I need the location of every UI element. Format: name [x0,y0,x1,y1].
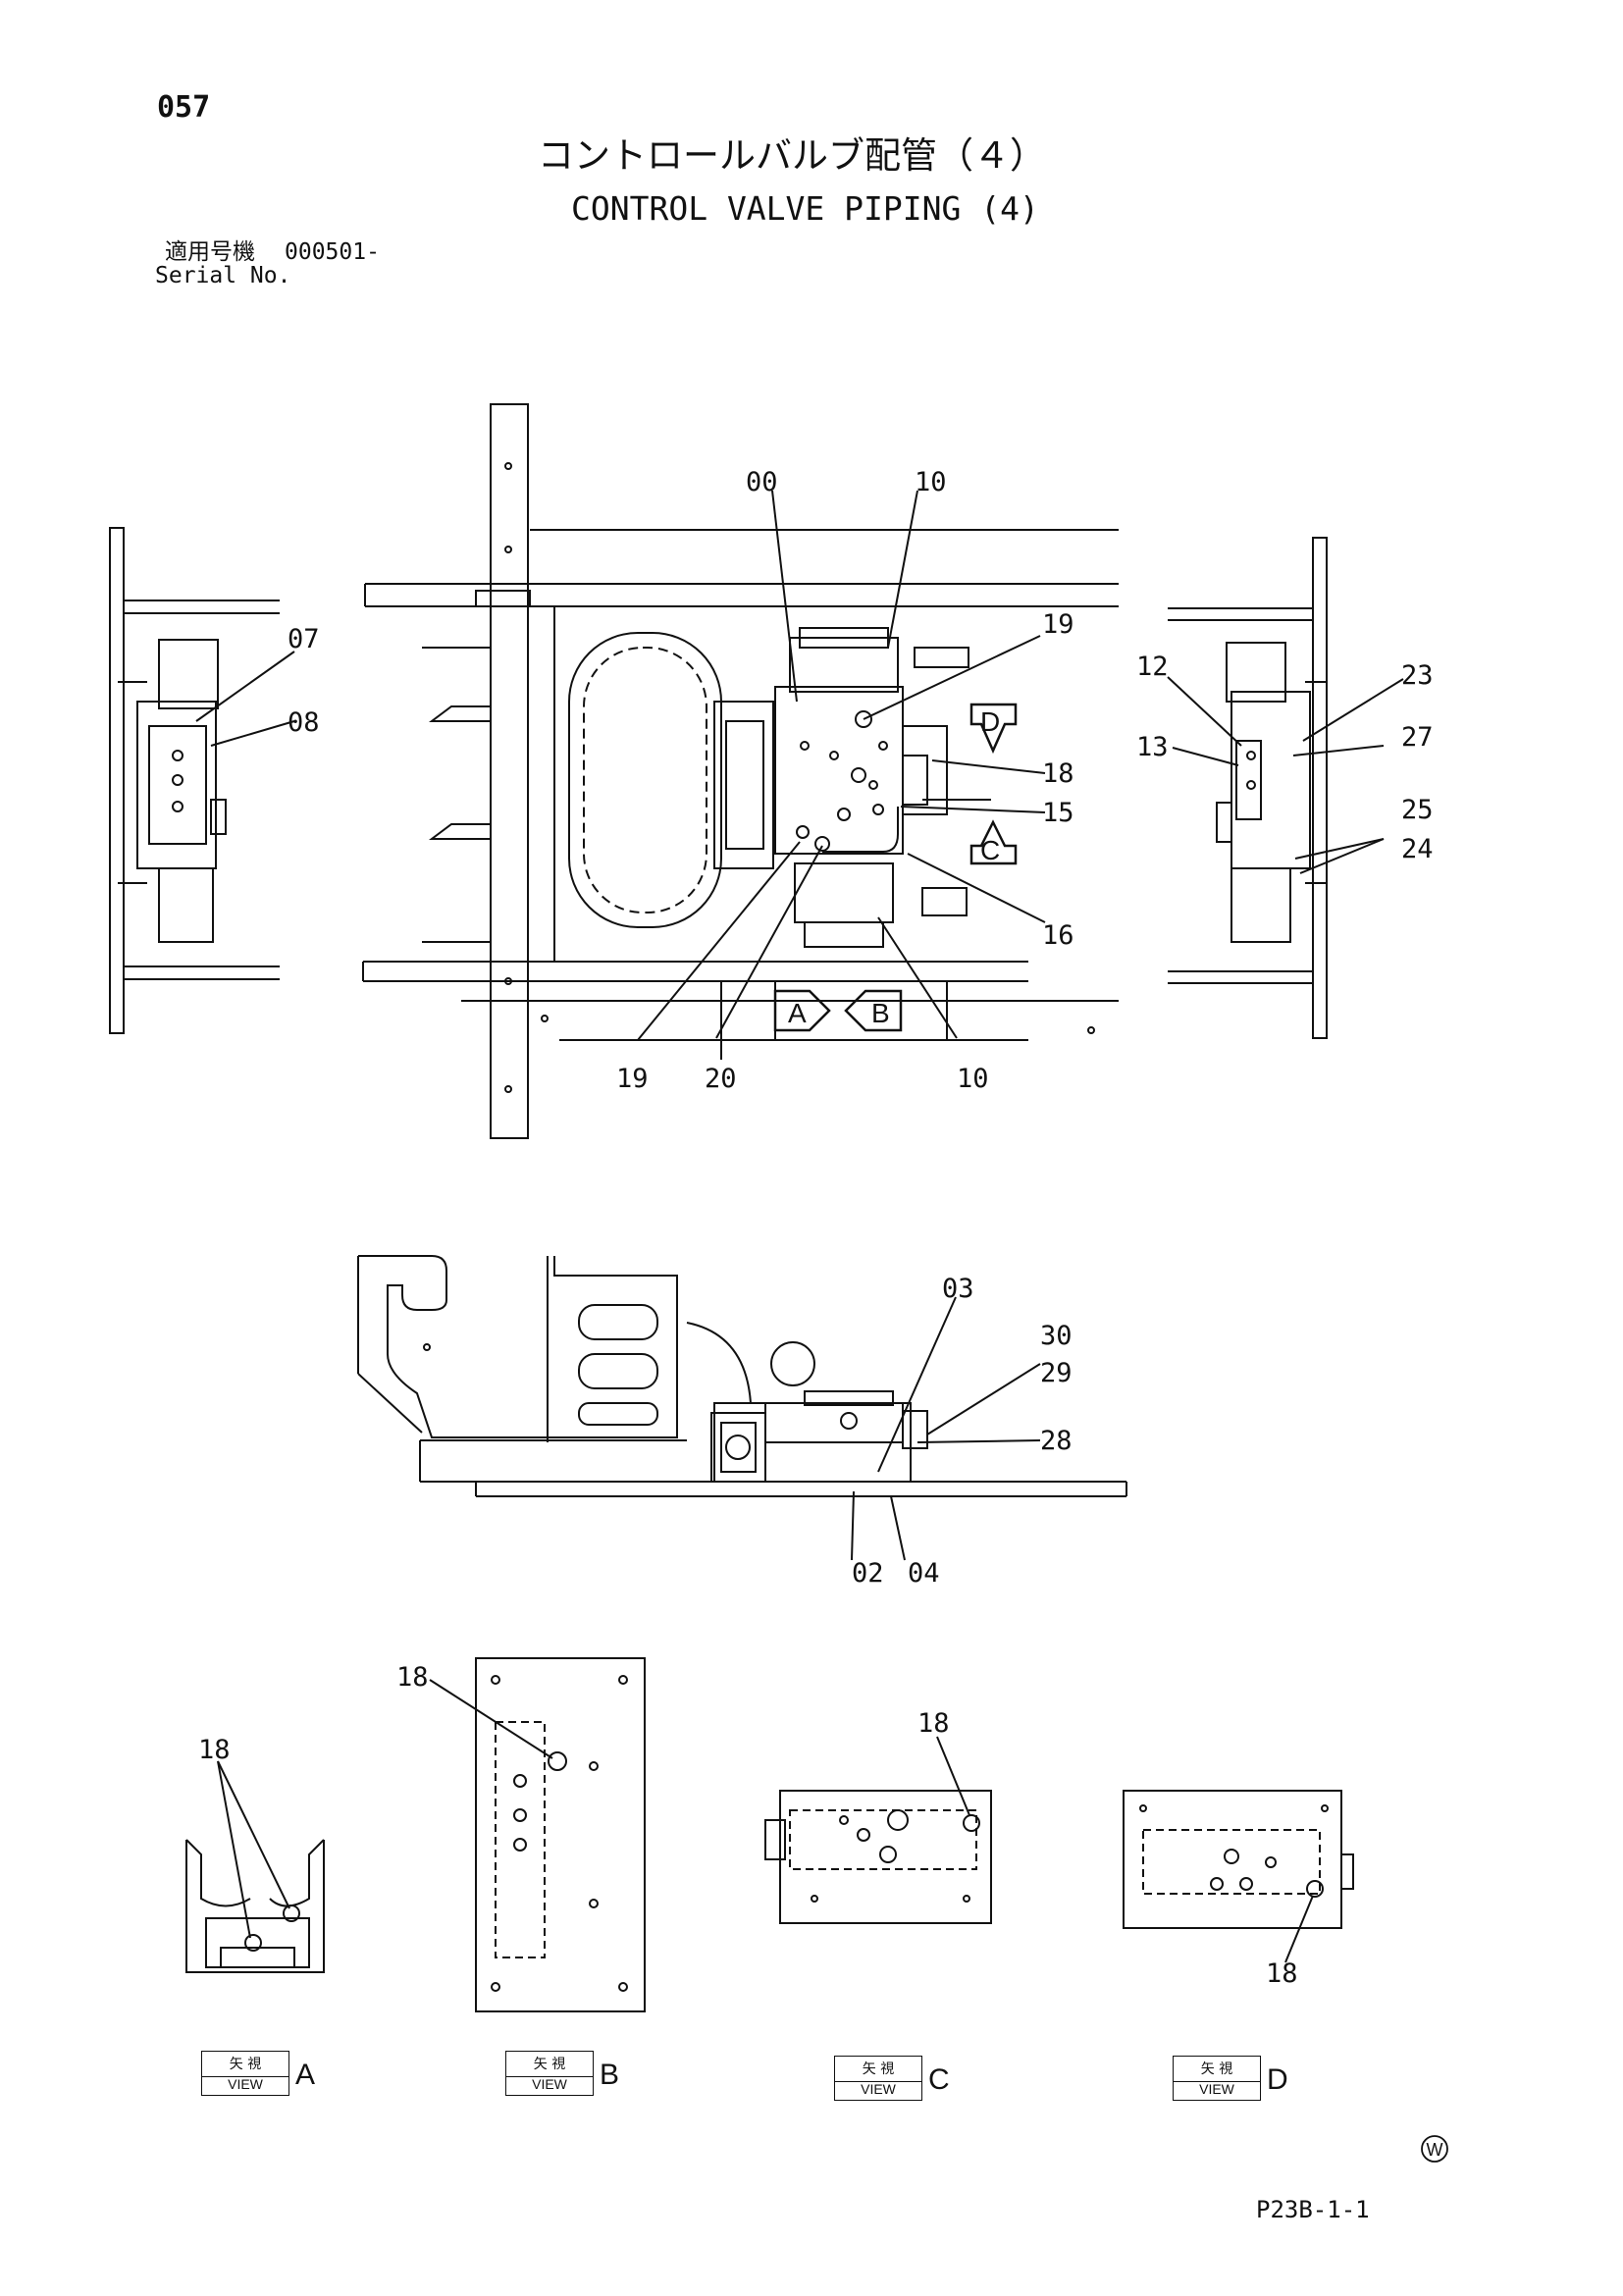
callout-08: 08 [288,707,320,738]
callout-12: 12 [1136,652,1169,682]
page-title-english: CONTROL VALVE PIPING (4) [571,189,1039,228]
callout-18-view-b: 18 [396,1662,429,1693]
callout-18-view-c: 18 [917,1708,950,1739]
callout-29: 29 [1040,1358,1073,1388]
callout-18-view-d: 18 [1266,1958,1298,1989]
callout-20: 20 [705,1064,737,1094]
page-code: P23B-1-1 [1256,2196,1370,2223]
callout-28: 28 [1040,1426,1073,1456]
serial-label-english: Serial No. [155,263,291,288]
view-label-A: 矢 視 VIEW A [201,2051,325,2098]
flow-mark-C: C [980,835,1000,865]
callout-18-top: 18 [1042,758,1074,789]
callout-00: 00 [746,467,778,497]
callout-27: 27 [1401,722,1434,753]
callout-25: 25 [1401,795,1434,825]
callout-13: 13 [1136,732,1169,762]
callout-19-upper: 19 [1042,609,1074,640]
flow-mark-D: D [980,706,1000,737]
callout-16: 16 [1042,920,1074,951]
callout-23: 23 [1401,660,1434,691]
left-side-view [109,527,295,1034]
view-C-detail [764,1736,992,1924]
callout-19-lower: 19 [616,1064,649,1094]
callout-03: 03 [942,1274,974,1304]
view-D-detail [1123,1790,1354,1963]
callout-15: 15 [1042,798,1074,828]
callout-07: 07 [288,624,320,654]
view-label-B: 矢 視 VIEW B [505,2051,629,2098]
callout-18-view-a: 18 [198,1735,231,1765]
callout-30: 30 [1040,1321,1073,1351]
callout-04: 04 [908,1558,940,1589]
side-elevation-view [357,1255,1127,1561]
right-side-view [1167,537,1404,1039]
callout-10-lower: 10 [957,1064,989,1094]
view-label-D: 矢 視 VIEW D [1173,2056,1296,2103]
callout-10-upper: 10 [915,467,947,497]
page-number: 057 [157,90,211,125]
page-title-japanese: コントロールバルブ配管（４） [538,134,1046,177]
manufacturer-mark: W [1427,2140,1443,2160]
view-A-detail [185,1760,325,1973]
serial-label-japanese: 適用号機 [165,239,255,265]
flow-mark-B: B [871,998,890,1028]
callout-24: 24 [1401,834,1434,864]
top-plan-view: D C A B [362,403,1119,1139]
view-B-detail [429,1657,646,2012]
serial-number-value: 000501- [285,239,380,265]
view-label-C: 矢 視 VIEW C [834,2056,958,2103]
flow-mark-A: A [788,998,807,1028]
callout-02: 02 [852,1558,884,1589]
